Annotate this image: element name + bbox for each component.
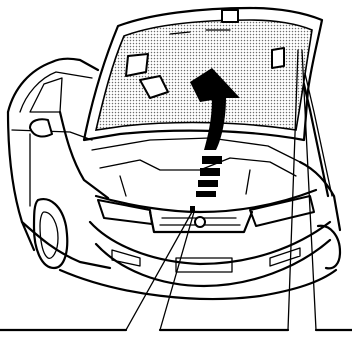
arrow-dash-4	[196, 191, 216, 197]
arrow-dash-3	[198, 180, 218, 187]
windscreen-edge	[20, 72, 92, 112]
engine-components	[100, 158, 296, 176]
ground-shadow-line	[60, 270, 336, 299]
callout-left-b	[160, 212, 194, 330]
arrow-dash-1	[202, 156, 222, 164]
arrow-dash-2	[200, 168, 220, 176]
wing-mirror	[30, 119, 52, 136]
bonnet-pressing-left	[126, 54, 148, 76]
left-wheel-rim	[40, 212, 58, 258]
side-window	[30, 78, 62, 112]
release-catch-marker	[190, 206, 195, 211]
roof-line	[8, 59, 98, 112]
engine-bay-rear	[92, 138, 300, 162]
bonnet-latch-tab	[222, 10, 238, 22]
engine-detail	[120, 170, 250, 196]
badge	[195, 217, 205, 227]
bonnet-pressing-right	[272, 48, 284, 68]
